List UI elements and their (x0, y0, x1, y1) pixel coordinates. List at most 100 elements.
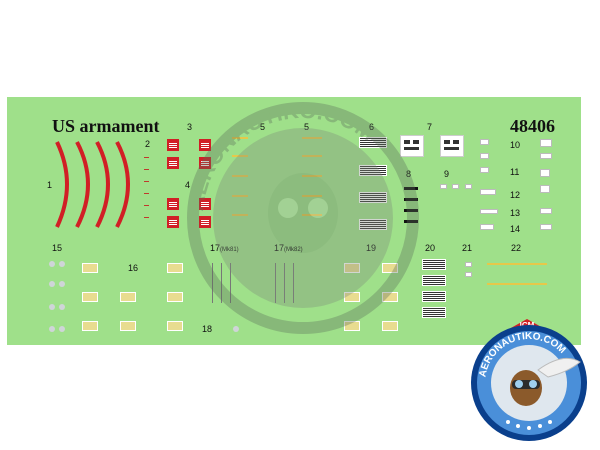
red-warning-box (167, 139, 179, 151)
grey-dot-decal (59, 261, 65, 267)
red-warning-box (167, 157, 179, 169)
grey-dot-decal (233, 326, 239, 332)
decal-number: 3 (187, 122, 193, 132)
decal-number: 7 (427, 122, 433, 132)
decal-number: 4 (185, 180, 191, 190)
grey-dot-decal (59, 326, 65, 332)
mk81-stripe (221, 263, 222, 303)
yellow-tag (82, 292, 98, 302)
grey-dot-decal (49, 304, 55, 310)
stencil-text (422, 307, 446, 318)
stencil-text (359, 165, 387, 176)
grey-dot-decal (49, 281, 55, 287)
red-warning-box (199, 216, 211, 228)
decal-number: 13 (510, 208, 521, 218)
small-decal (540, 224, 552, 230)
small-decal (480, 209, 498, 214)
small-red-mark (144, 205, 149, 206)
decal-number: 22 (511, 243, 522, 253)
decal-sheet: US armament 48406 1 2 3 4 5 5 6 7 8 9 10… (7, 97, 581, 345)
decal-number: 20 (425, 243, 436, 253)
small-decal (465, 262, 472, 267)
stencil-text (359, 137, 387, 148)
black-band (404, 187, 418, 190)
yellow-tag (82, 321, 98, 331)
yellow-tag (344, 263, 360, 273)
stencil-text (422, 291, 446, 302)
small-decal (465, 184, 472, 189)
mk82-stripe (284, 263, 285, 303)
red-warning-box (199, 198, 211, 210)
mk81-stripe (230, 263, 231, 303)
decal-number: 11 (510, 167, 520, 177)
small-red-mark (144, 193, 149, 194)
small-decal (540, 139, 552, 147)
small-decal (480, 139, 489, 145)
sheet-code: 48406 (510, 116, 555, 136)
yellow-stripe (232, 175, 248, 177)
yellow-tag (382, 292, 398, 302)
stencil-text (359, 192, 387, 203)
yellow-stripe (232, 195, 248, 197)
yellow-tag (167, 263, 183, 273)
small-decal (540, 169, 550, 177)
yellow-stripe (232, 155, 248, 157)
red-warning-box (199, 157, 211, 169)
red-stripe-arcs (55, 141, 130, 228)
small-decal (480, 224, 494, 230)
yellow-tag (120, 292, 136, 302)
small-red-mark (144, 157, 149, 158)
red-warning-box (167, 198, 179, 210)
instrument-panel (440, 135, 464, 157)
mk82-stripe (275, 263, 276, 303)
stencil-text (422, 275, 446, 286)
decal-number: 17(Mk82) (274, 243, 303, 253)
stencil-text (422, 259, 446, 270)
yellow-stripe (232, 137, 248, 139)
yellow-tag (344, 321, 360, 331)
decal-number: 12 (510, 190, 521, 200)
decal-number: 16 (128, 263, 139, 273)
small-decal (540, 185, 550, 193)
decal-number: 19 (366, 243, 376, 253)
decal-number: 18 (202, 324, 213, 334)
decal-number: 8 (406, 169, 412, 179)
small-red-mark (144, 181, 149, 182)
black-band (404, 198, 418, 201)
decal-number: 15 (52, 243, 63, 253)
aeronautiko-badge: AERONAUTIKO.COM (471, 325, 587, 441)
mk81-stripe (212, 263, 213, 303)
small-red-mark (144, 217, 149, 218)
yellow-stripe (302, 175, 322, 177)
yellow-stripe-long (487, 263, 547, 265)
yellow-stripe (302, 137, 322, 139)
small-decal (465, 272, 472, 277)
decal-number: 17(Mk81) (210, 243, 239, 253)
yellow-tag (82, 263, 98, 273)
small-decal (540, 208, 552, 214)
small-decal (480, 153, 489, 159)
decal-number: 9 (444, 169, 450, 179)
yellow-stripe (302, 214, 322, 216)
yellow-tag (344, 292, 360, 302)
small-decal (480, 189, 496, 195)
mk82-stripe (293, 263, 294, 303)
yellow-tag (382, 263, 398, 273)
aeronautiko-watermark: AERONAUTIKO.COM (183, 98, 419, 334)
small-decal (480, 167, 489, 173)
yellow-tag (167, 292, 183, 302)
small-decal (440, 184, 447, 189)
grey-dot-decal (59, 281, 65, 287)
decal-number: 21 (462, 243, 473, 253)
grey-dot-decal (59, 304, 65, 310)
stencil-text (359, 219, 387, 230)
sheet-title: US armament (52, 116, 160, 136)
decal-number: 2 (145, 139, 151, 149)
decal-number: 6 (369, 122, 375, 132)
red-warning-box (167, 216, 179, 228)
yellow-stripe-long (487, 283, 547, 285)
decal-number: 1 (47, 180, 53, 190)
black-band (404, 220, 418, 223)
instrument-panel (400, 135, 424, 157)
black-band (404, 209, 418, 212)
